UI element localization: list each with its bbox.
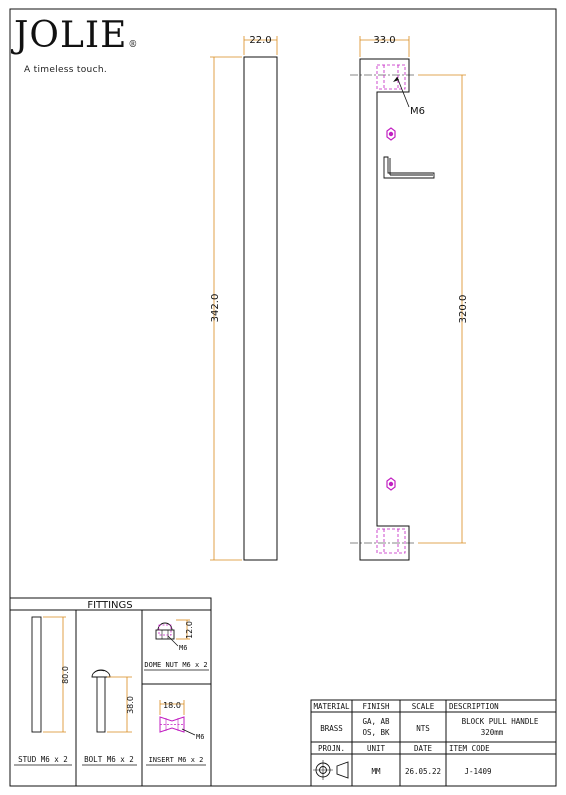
material-header: MATERIAL — [313, 702, 350, 711]
dome-nut-fitting: 12.0 M6 DOME NUT M6 x 2 — [144, 619, 209, 671]
description-line-2: 320mm — [481, 728, 504, 737]
brand-name: JOLIE® — [14, 15, 139, 56]
description-header: DESCRIPTION — [449, 702, 499, 711]
thread-leader — [396, 76, 410, 108]
bolt-dimension: 38.0 — [126, 696, 135, 714]
front-width-label: 33.0 — [373, 35, 395, 46]
date-header: DATE — [414, 744, 433, 753]
allen-key-icon — [383, 156, 435, 179]
hole-center-lines — [350, 74, 416, 544]
side-view-bar — [243, 56, 278, 561]
finish-value-1: GA, AB — [362, 717, 390, 726]
brand-logo: JOLIE® A timeless touch. — [14, 15, 139, 76]
title-block: MATERIAL FINISH SCALE BRASS GA, AB OS, B… — [310, 699, 557, 787]
fittings-title: FITTINGS — [87, 600, 132, 611]
hole-centers-dimension — [418, 74, 466, 544]
third-angle-projection-icon — [313, 760, 349, 780]
stud-dimension: 80.0 — [61, 666, 70, 684]
thread-leader-arrow — [393, 77, 399, 82]
side-width-label: 22.0 — [249, 35, 271, 46]
front-width-dimension — [359, 36, 410, 57]
stud-label: STUD M6 x 2 — [18, 755, 68, 764]
finish-value-2: OS, BK — [362, 728, 390, 737]
side-view: 22.0 342.0 — [210, 35, 278, 561]
dome-nut-dimension: 12.0 — [185, 621, 194, 639]
sheet-border — [9, 8, 557, 787]
overall-length-dimension — [210, 56, 242, 561]
fittings-panel: FITTINGS 80.0 STUD M6 x 2 — [9, 597, 212, 787]
insert-fitting: 18.0 M6 INSERT M6 x 2 — [146, 700, 206, 766]
side-width-dimension — [243, 36, 278, 55]
hidden-thread-holes — [376, 64, 406, 554]
description-line-1: BLOCK PULL HANDLE — [462, 717, 539, 726]
front-view-outline — [359, 58, 410, 561]
hole-centers-label: 320.0 — [458, 295, 469, 324]
thread-label: M6 — [410, 106, 425, 117]
bolt-label: BOLT M6 x 2 — [84, 755, 134, 764]
material-value: BRASS — [320, 724, 343, 733]
overall-length-label: 342.0 — [210, 294, 221, 323]
unit-value: MM — [371, 767, 381, 776]
registered-mark: ® — [128, 40, 139, 50]
insert-label: INSERT M6 x 2 — [149, 756, 204, 764]
fixing-grub-screws — [386, 127, 396, 491]
stud-fitting: 80.0 STUD M6 x 2 — [14, 616, 72, 766]
projection-header: PROJN. — [318, 744, 345, 753]
front-view: M6 33.0 — [350, 35, 469, 561]
item-code-header: ITEM CODE — [449, 744, 490, 753]
item-code-value: J-1409 — [464, 767, 491, 776]
dome-nut-label: DOME NUT M6 x 2 — [144, 661, 207, 669]
dome-nut-thread: M6 — [179, 644, 187, 652]
unit-header: UNIT — [367, 744, 386, 753]
scale-value: NTS — [416, 724, 430, 733]
brand-tagline: A timeless touch. — [24, 65, 107, 75]
insert-dimension: 18.0 — [163, 701, 181, 710]
scale-header: SCALE — [412, 702, 435, 711]
insert-thread: M6 — [196, 733, 204, 741]
bolt-fitting: 38.0 BOLT M6 x 2 — [82, 669, 137, 766]
date-value: 26.05.22 — [405, 767, 441, 776]
finish-header: FINISH — [362, 702, 390, 711]
